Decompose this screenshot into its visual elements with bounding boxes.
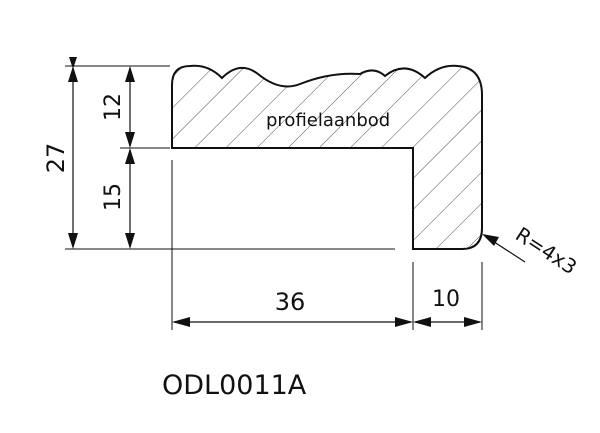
radius-leader-arrow: [482, 234, 499, 246]
dim-arrow-total-top: [68, 66, 78, 82]
radius-note-label: R=4x3: [511, 222, 581, 279]
dim-arrow-total-bottom: [68, 233, 78, 249]
dim-lower-height-label: 15: [101, 183, 126, 211]
dim-arrow-rebate-left: [172, 317, 190, 327]
product-code: ODL0011A: [162, 370, 307, 401]
dim-upper-height-label: 12: [101, 93, 126, 121]
dim-arrow-lower-top: [125, 148, 135, 164]
dim-total-height-label: 27: [42, 143, 70, 174]
profile-section: [171, 64, 483, 250]
dim-arrow-lower-bottom: [125, 233, 135, 249]
dim-arrow-upper-bottom: [125, 132, 135, 148]
dim-rebate-width-label: 36: [275, 288, 306, 316]
dim-arrow-upper-top: [125, 66, 135, 82]
watermark-text: profielaanbod: [266, 110, 390, 131]
dim-lip-width-label: 10: [432, 287, 460, 312]
dim-arrow-lip-left: [413, 317, 431, 327]
dim-arrow-lip-right: [464, 317, 482, 327]
dim-arrow-rebate-right: [395, 317, 413, 327]
